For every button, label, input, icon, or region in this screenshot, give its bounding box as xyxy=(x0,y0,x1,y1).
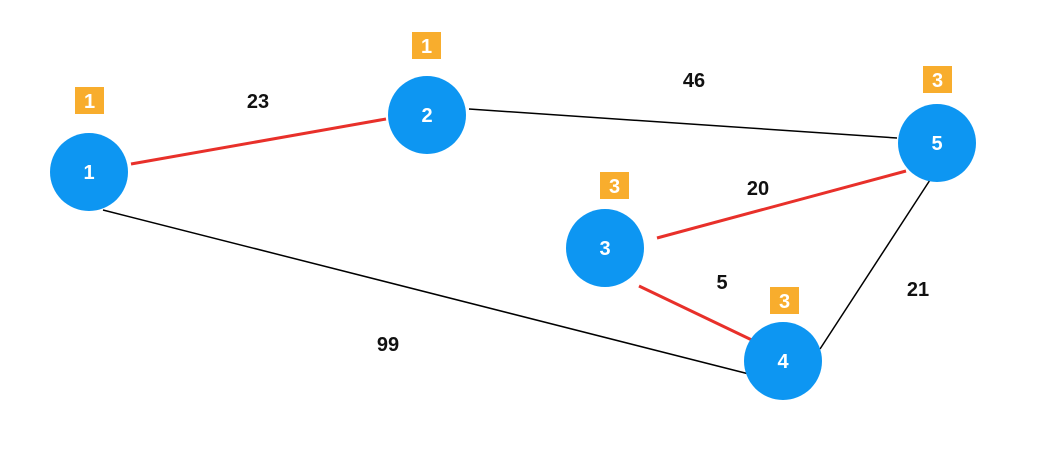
node-label: 3 xyxy=(599,238,610,260)
node-label: 1 xyxy=(83,162,94,184)
node-3[interactable]: 3 xyxy=(566,209,644,287)
node-circle xyxy=(566,209,644,287)
badge-label: 1 xyxy=(84,91,95,113)
edge-2-5 xyxy=(468,108,898,139)
node-1-badge: 1 xyxy=(75,87,104,114)
badge-box xyxy=(770,287,799,314)
badges: 1 1 3 3 3 xyxy=(75,32,952,314)
node-3-badge: 3 xyxy=(600,172,629,199)
edge-weight-label: 21 xyxy=(907,279,929,301)
badge-box xyxy=(923,66,952,93)
badge-label: 3 xyxy=(779,291,790,313)
node-circle xyxy=(388,76,466,154)
node-circle xyxy=(744,322,822,400)
node-label: 5 xyxy=(931,133,942,155)
edge-weights: 23 46 20 5 21 99 xyxy=(247,70,929,356)
edge-weight-label: 20 xyxy=(747,178,769,200)
edge-4-5 xyxy=(819,179,931,350)
node-circle xyxy=(50,133,128,211)
node-4-badge: 3 xyxy=(770,287,799,314)
edge-1-4 xyxy=(102,209,750,375)
edge-weight-label: 99 xyxy=(377,334,399,356)
node-2-badge: 1 xyxy=(412,32,441,59)
edge-3-5 xyxy=(656,169,907,240)
edge-1-2 xyxy=(130,117,387,166)
node-5[interactable]: 5 xyxy=(898,104,976,182)
edges xyxy=(102,108,931,375)
node-2[interactable]: 2 xyxy=(388,76,466,154)
badge-box xyxy=(412,32,441,59)
edge-weight-label: 5 xyxy=(716,272,727,294)
node-circle xyxy=(898,104,976,182)
node-label: 4 xyxy=(777,351,789,373)
node-label: 2 xyxy=(421,105,432,127)
node-5-badge: 3 xyxy=(923,66,952,93)
badge-box xyxy=(75,87,104,114)
badge-box xyxy=(600,172,629,199)
badge-label: 1 xyxy=(421,36,432,58)
edge-3-4 xyxy=(638,284,757,344)
badge-label: 3 xyxy=(932,70,943,92)
edge-weight-label: 23 xyxy=(247,91,269,113)
nodes: 1 2 3 4 5 xyxy=(50,76,976,400)
badge-label: 3 xyxy=(609,176,620,198)
node-4[interactable]: 4 xyxy=(744,322,822,400)
node-1[interactable]: 1 xyxy=(50,133,128,211)
edge-weight-label: 46 xyxy=(683,70,705,92)
